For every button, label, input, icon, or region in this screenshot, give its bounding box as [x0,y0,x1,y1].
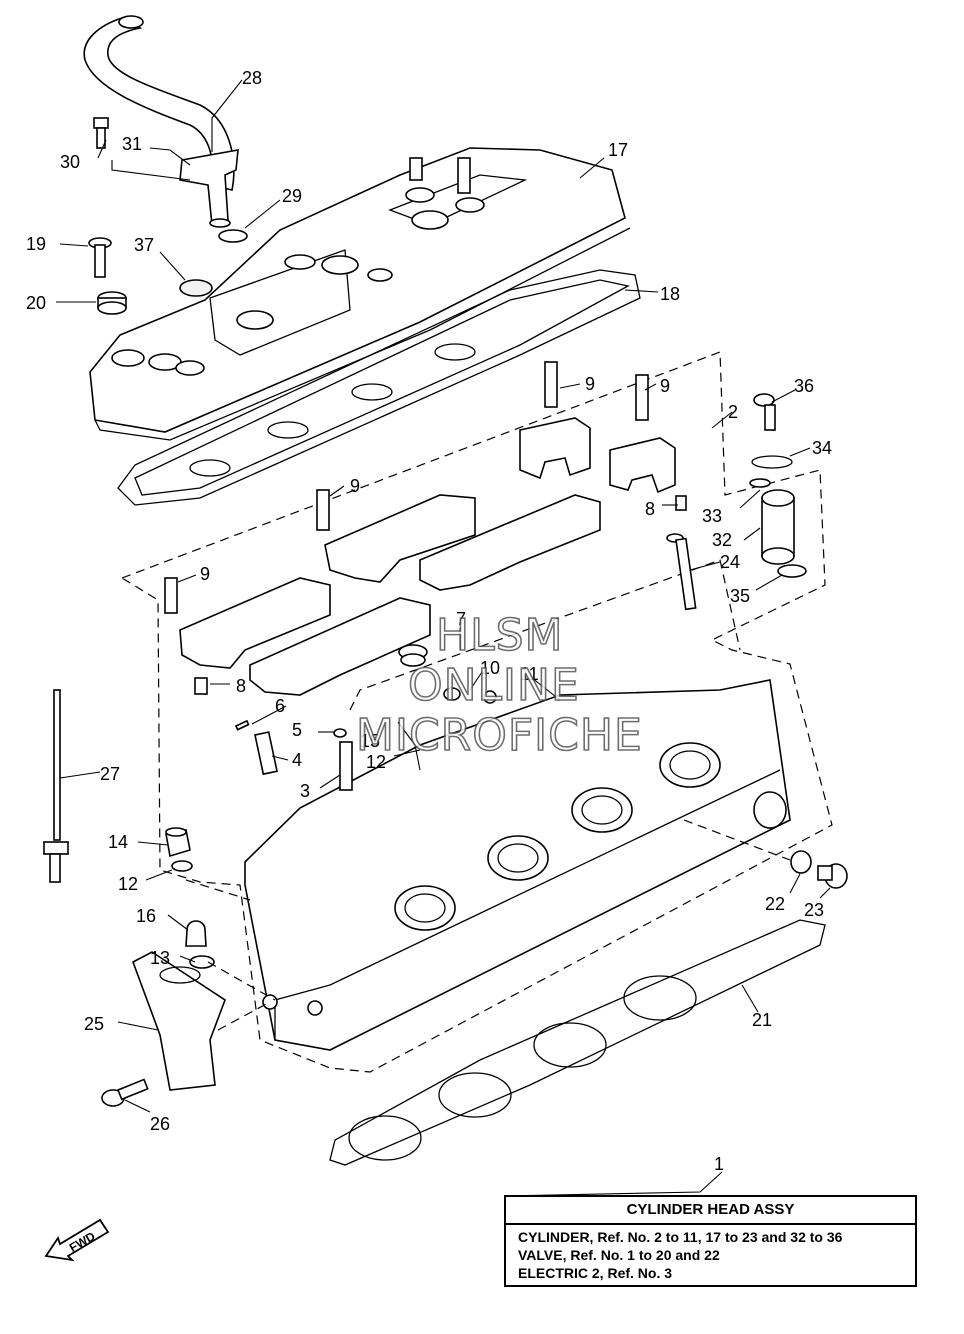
legend-line-valve: VALVE, Ref. No. 1 to 20 and 22 [518,1247,720,1263]
valve-group-outline [349,559,741,711]
breather-hose [83,15,239,228]
callout-8-lower: 8 [236,676,246,696]
bracket-slot [159,966,201,984]
callout-7: 7 [456,609,466,629]
callout-27: 27 [100,764,120,784]
plug-23 [817,863,848,889]
legend-line-cylinder: CYLINDER, Ref. No. 2 to 11, 17 to 23 and… [518,1229,843,1245]
plug-7 [398,644,428,667]
watermark-line-3: MICROFICHE [356,710,643,761]
cylinder-head-outline [120,351,833,1073]
callout-9-b: 9 [660,376,670,396]
bolt-30 [93,117,109,149]
callout-37: 37 [134,235,154,255]
dipstick-27 [43,689,69,883]
callout-35: 35 [730,586,750,606]
callout-9-a: 9 [585,374,595,394]
bolt-19 [88,237,112,278]
callout-18: 18 [660,284,680,304]
legend-line-electric: ELECTRIC 2, Ref. No. 3 [518,1265,673,1281]
callout-16: 16 [136,906,156,926]
leader-lines [56,79,831,1197]
gasket-plug-holes [189,343,476,477]
head-gasket [329,919,826,1166]
cylinder-head [244,679,791,1051]
callout-20: 20 [26,293,46,313]
legend-box: CYLINDER HEAD ASSY CYLINDER, Ref. No. 2 … [504,1195,917,1287]
cover-gasket [117,269,641,506]
callout-1: 1 [714,1154,724,1174]
legend-title: CYLINDER HEAD ASSY [506,1197,915,1225]
watermark: HLSM ONLINE MICROFICHE [355,609,643,762]
cam-cap-lower-pair [164,577,431,696]
callout-32: 32 [712,530,732,550]
callout-13: 13 [150,948,170,968]
callout-30: 30 [60,152,80,172]
callout-29: 29 [282,186,302,206]
callout-6: 6 [275,696,285,716]
callout-24: 24 [720,552,740,572]
valve-guide-3 [339,741,353,791]
grommet-37 [179,279,213,297]
callout-25: 25 [84,1014,104,1034]
callout-5: 5 [292,720,302,740]
callout-9-c: 9 [350,476,360,496]
fwd-arrow-icon: FWD [44,1218,110,1262]
callout-22: 22 [765,894,785,914]
callout-28: 28 [242,68,262,88]
callout-4: 4 [292,750,302,770]
key-6 [234,719,250,731]
callout-19: 19 [26,234,46,254]
callout-36: 36 [794,376,814,396]
callout-34: 34 [812,438,832,458]
cap-nut-16 [185,920,207,947]
cam-cap-mid-pair [316,489,601,591]
valve-guide-4 [254,731,278,776]
sleeve-14 [165,827,191,858]
callout-21: 21 [752,1010,772,1030]
washer-33 [749,478,771,488]
gasket-34 [751,455,793,469]
callout-26: 26 [150,1114,170,1134]
stud-24 [666,533,697,611]
callout-23: 23 [804,900,824,920]
washer-22 [790,850,812,874]
plug-10-11 [443,687,497,704]
bracket-25 [132,951,226,1091]
callout-labels: 1 2 3 4 5 6 7 8 8 9 9 9 9 10 11 12 12 13… [26,68,832,1174]
cam-cap-upper-pair [519,361,687,511]
grommet-20 [97,291,127,315]
filter-32 [761,489,795,565]
watermark-line-2: ONLINE [408,660,580,711]
bolt-26 [101,1078,149,1107]
callout-31: 31 [122,134,142,154]
callout-2: 2 [728,402,738,422]
callout-14: 14 [108,832,128,852]
bolt-36 [753,393,776,431]
washer-13 [189,955,215,969]
callout-33: 33 [702,506,722,526]
callout-10: 10 [480,658,500,678]
watermark-line-1: HLSM [436,610,564,661]
callout-9-d: 9 [200,564,210,584]
o-ring-29 [218,229,248,243]
callout-12-upper: 12 [366,752,386,772]
callout-17: 17 [608,140,628,160]
head-cover [89,147,631,441]
callout-8-upper: 8 [645,499,655,519]
washer-12-lower [171,860,193,872]
o-ring-35 [777,564,807,578]
callout-11: 11 [520,664,539,684]
callout-3: 3 [300,781,310,801]
seal-5 [333,728,347,738]
callout-12-lower: 12 [118,874,138,894]
callout-15: 15 [360,731,380,751]
